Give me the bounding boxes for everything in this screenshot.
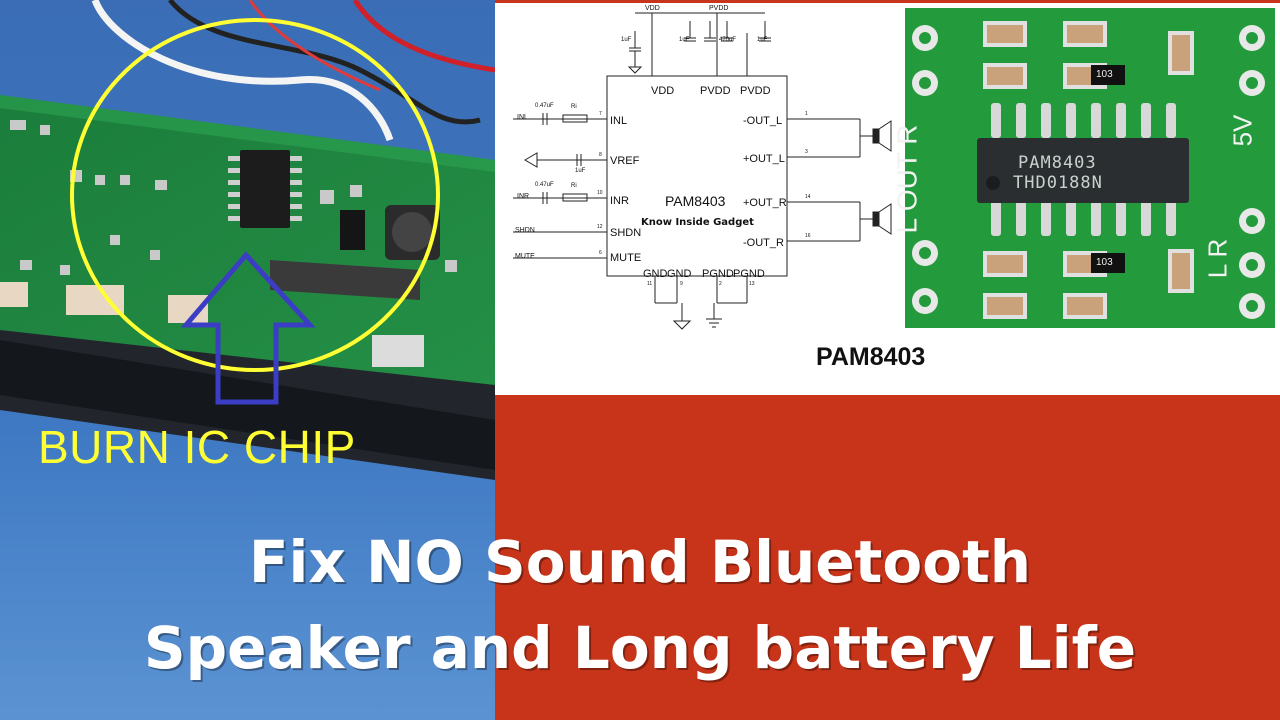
pin-label-plus-out-r: +OUT_R: [743, 197, 787, 209]
cap-label-1: 1uF: [621, 37, 632, 43]
cap-label-4: 1uF: [757, 37, 768, 43]
pin-label-vref: VREF: [610, 155, 640, 167]
net-label-vdd: VDD: [645, 5, 660, 12]
resistor-label-1: Ri: [571, 104, 577, 110]
pin-number: 7: [599, 111, 602, 117]
pin-label-plus-out-l: +OUT_L: [743, 153, 785, 165]
net-label-mute: MUTE: [515, 253, 535, 260]
pin-label-minus-out-l: -OUT_L: [743, 115, 783, 127]
headline-line-2: Speaker and Long battery Life: [143, 614, 1137, 682]
silkscreen-l-r: L R: [1202, 238, 1233, 279]
net-label-shdn: SHDN: [515, 227, 535, 234]
board-photo-illustration: [0, 0, 495, 720]
net-label-inr: INR: [517, 193, 530, 200]
headline-line-1: Fix NO Sound Bluetooth: [248, 528, 1032, 596]
schematic-chip-name: PAM8403: [665, 193, 726, 209]
ic-marking-line2: THD0188N: [1013, 173, 1103, 193]
pin-number: 10: [597, 190, 603, 196]
silkscreen-5v: 5V: [1227, 114, 1258, 147]
pin-label-mute: MUTE: [610, 252, 642, 264]
pin-number: 16: [805, 233, 811, 239]
pin-label-inl: INL: [610, 115, 628, 127]
red-banner: [495, 395, 1280, 720]
resistor-code-bottom: 103: [1096, 257, 1113, 268]
pin-number: 3: [805, 149, 808, 155]
pin-number: 9: [680, 281, 683, 287]
callout-arrow-icon: [180, 251, 316, 405]
pin-number: 1: [805, 111, 808, 117]
pin-label-inr: INR: [610, 195, 629, 207]
watermark-text: Know Inside Gadget: [641, 217, 754, 228]
cap-label-6: 1uF: [575, 168, 586, 174]
pin-label-gnd-1: GND: [643, 268, 668, 280]
pin-number: 14: [805, 194, 811, 200]
resistor-code-top: 103: [1096, 69, 1113, 80]
net-label-inl: INL: [517, 114, 528, 121]
pin-number: 2: [719, 281, 722, 287]
cap-label-3: 470uF: [719, 37, 737, 43]
pin-label-pvdd-1: PVDD: [700, 85, 731, 97]
schematic-drawing: [513, 12, 892, 330]
pin-label-shdn: SHDN: [610, 227, 642, 239]
pin-number: 6: [599, 250, 602, 256]
ic-marking-line1: PAM8403: [1018, 153, 1097, 173]
pin-number: 8: [599, 152, 602, 158]
pam8403-module-photo: PAM8403 THD0188N L OUT R 5V L R 103 103: [891, 0, 1280, 395]
pin-label-vdd: VDD: [651, 85, 675, 97]
pin-label-minus-out-r: -OUT_R: [743, 237, 784, 249]
resistor-label-2: Ri: [571, 183, 577, 189]
pin-number: 12: [597, 224, 603, 230]
pam8403-schematic: VDD PVDD PVDD INL VREF INR SHDN MUTE -OU…: [495, 0, 895, 395]
circuit-board-photo: BURN IC CHIP: [0, 0, 495, 720]
pin-label-pvdd-2: PVDD: [740, 85, 771, 97]
pin-number: 13: [749, 281, 755, 287]
burn-ic-chip-label: BURN IC CHIP: [38, 421, 356, 473]
net-label-pvdd: PVDD: [709, 5, 729, 12]
cap-label-5: 0.47uF: [535, 103, 554, 109]
cap-label-7: 0.47uF: [535, 182, 554, 188]
silkscreen-l-out-r: L OUT R: [891, 124, 923, 234]
module-caption: PAM8403: [816, 343, 926, 371]
pin-number: 11: [647, 281, 653, 287]
pin-label-pgnd-1: PGND: [702, 268, 734, 280]
highlight-circle: [70, 18, 440, 372]
module-illustration: [905, 8, 1275, 328]
pin-label-pgnd-2: PGND: [733, 268, 765, 280]
pin-label-gnd-2: GND: [667, 268, 692, 280]
cap-label-2: 1uF: [679, 37, 690, 43]
